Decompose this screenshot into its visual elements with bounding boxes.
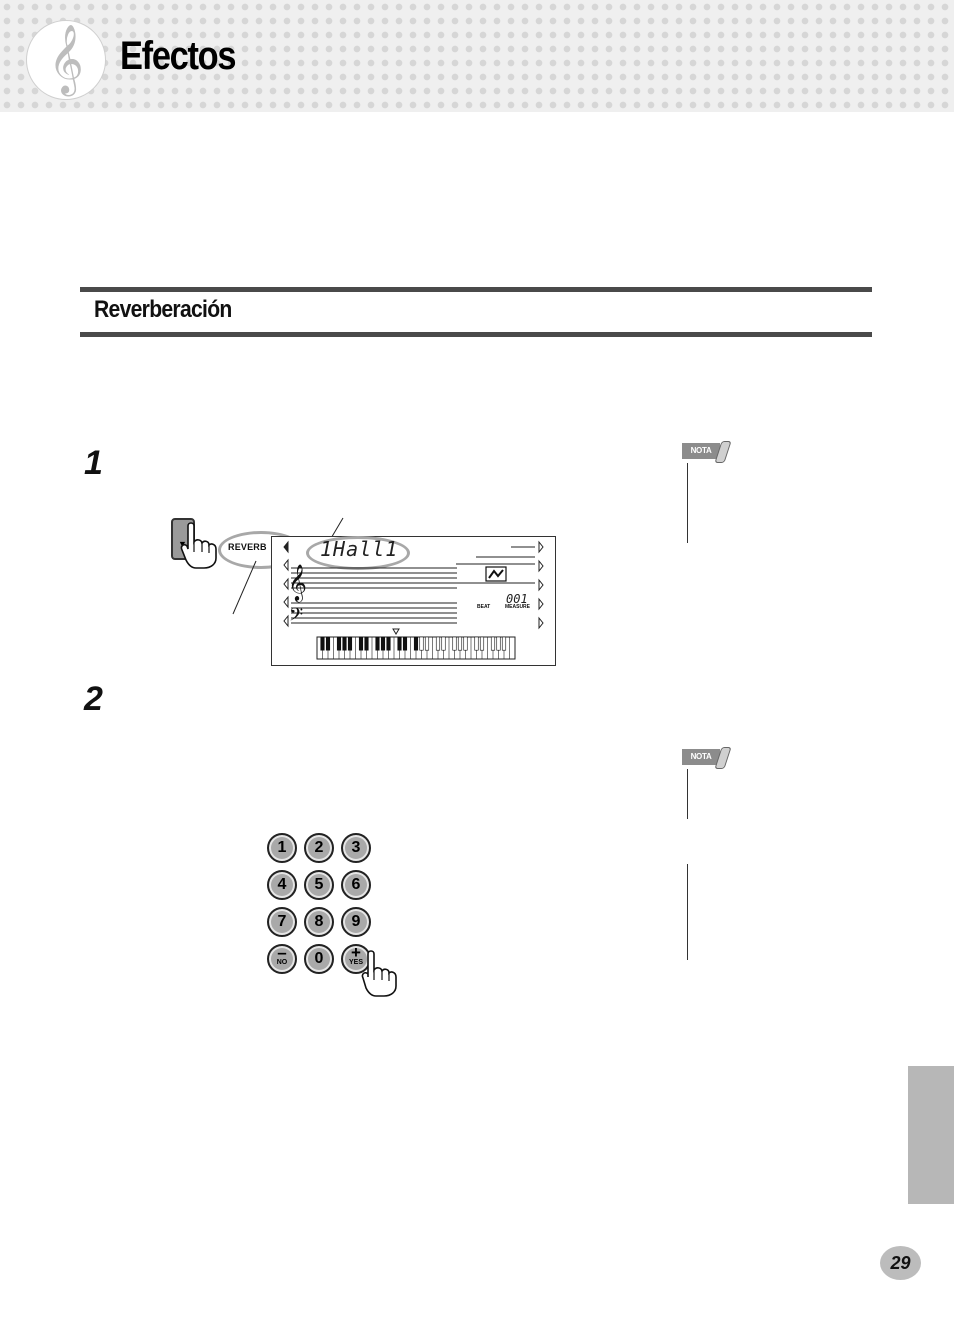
- lcd-black-key: [320, 636, 325, 651]
- down-arrow-icon: ▼: [178, 539, 187, 549]
- keypad-key-8[interactable]: 8: [304, 907, 334, 937]
- lcd-black-key: [358, 636, 364, 651]
- lcd-black-key: [457, 636, 463, 651]
- nota-label: NOTA: [682, 749, 720, 765]
- lcd-black-key: [441, 636, 446, 651]
- lcd-graphics: 𝄞 𝄢: [283, 540, 544, 660]
- nota-rule: [687, 864, 688, 960]
- lcd-black-key: [435, 636, 441, 651]
- keypad-key-5[interactable]: 5: [304, 870, 334, 900]
- nota-badge: NOTA: [682, 441, 732, 463]
- keypad-key-4[interactable]: 4: [267, 870, 297, 900]
- keypad-key-0[interactable]: 0: [304, 944, 334, 974]
- keypad-key-7[interactable]: 7: [267, 907, 297, 937]
- lcd-black-key: [496, 636, 501, 651]
- plus-sign: +: [351, 943, 361, 962]
- section-title: Reverberación: [94, 296, 232, 323]
- nota-rule: [687, 769, 688, 819]
- no-key-label: NO: [276, 959, 288, 966]
- beat-label: BEAT: [477, 604, 491, 610]
- step-2-number: 2: [84, 680, 103, 718]
- measure-value: 001: [506, 592, 528, 606]
- measure-label: MEASURE: [505, 604, 531, 610]
- chapter-side-tab: [908, 1066, 954, 1204]
- pointing-hand-icon: [180, 522, 217, 569]
- treble-clef-icon: 𝄞: [26, 20, 106, 100]
- lcd-black-key: [386, 636, 391, 651]
- pointing-hand-icon: [361, 950, 397, 997]
- yes-plus-key[interactable]: + YES: [341, 943, 371, 974]
- lcd-black-key: [342, 636, 347, 651]
- nota-rule: [687, 463, 688, 543]
- lcd-right-arrows: [538, 540, 544, 630]
- keypad-key-6[interactable]: 6: [341, 870, 371, 900]
- nota-badge: NOTA: [682, 747, 732, 769]
- svg-text:𝄢: 𝄢: [289, 605, 303, 630]
- no-minus-key[interactable]: – NO: [267, 943, 297, 974]
- minus-sign: –: [277, 943, 287, 962]
- lcd-black-key: [397, 636, 402, 651]
- lcd-black-key: [402, 636, 408, 651]
- lcd-black-key: [452, 636, 457, 651]
- lcd-staff: [291, 567, 457, 624]
- lcd-black-key: [413, 636, 419, 651]
- lcd-black-key: [347, 636, 353, 651]
- lcd-black-key: [479, 636, 485, 651]
- nota-label: NOTA: [682, 443, 720, 459]
- section-rule-top: [80, 287, 872, 292]
- lcd-black-key: [375, 636, 380, 651]
- lcd-black-key: [501, 636, 507, 651]
- lcd-black-key: [380, 636, 386, 651]
- lcd-left-arrows: [283, 540, 289, 628]
- lcd-voice-name: 1Hall1: [320, 537, 399, 561]
- lcd-right-lines: [456, 546, 535, 584]
- keypad-key-2[interactable]: 2: [304, 833, 334, 863]
- keypad-key-9[interactable]: 9: [341, 907, 371, 937]
- lcd-black-key: [364, 636, 369, 651]
- page-header: 𝄞 Efectos: [0, 0, 954, 112]
- svg-text:𝄞: 𝄞: [288, 563, 307, 602]
- step-1-number: 1: [84, 444, 103, 482]
- section-rule-bottom: [80, 332, 872, 337]
- lcd-black-key: [419, 636, 424, 651]
- lcd-black-key: [474, 636, 479, 651]
- lcd-keyboard: [316, 636, 516, 660]
- keypad-key-3[interactable]: 3: [341, 833, 371, 863]
- lcd-black-key: [336, 636, 342, 651]
- logo-glyph: 𝄞: [48, 24, 84, 94]
- lcd-black-key: [424, 636, 430, 651]
- lcd-black-key: [463, 636, 468, 651]
- keypad-key-1[interactable]: 1: [267, 833, 297, 863]
- yes-key-label: YES: [348, 959, 363, 966]
- lcd-black-key: [325, 636, 331, 651]
- page-number: 29: [880, 1246, 921, 1280]
- lcd-black-key: [490, 636, 496, 651]
- page-title: Efectos: [120, 34, 237, 78]
